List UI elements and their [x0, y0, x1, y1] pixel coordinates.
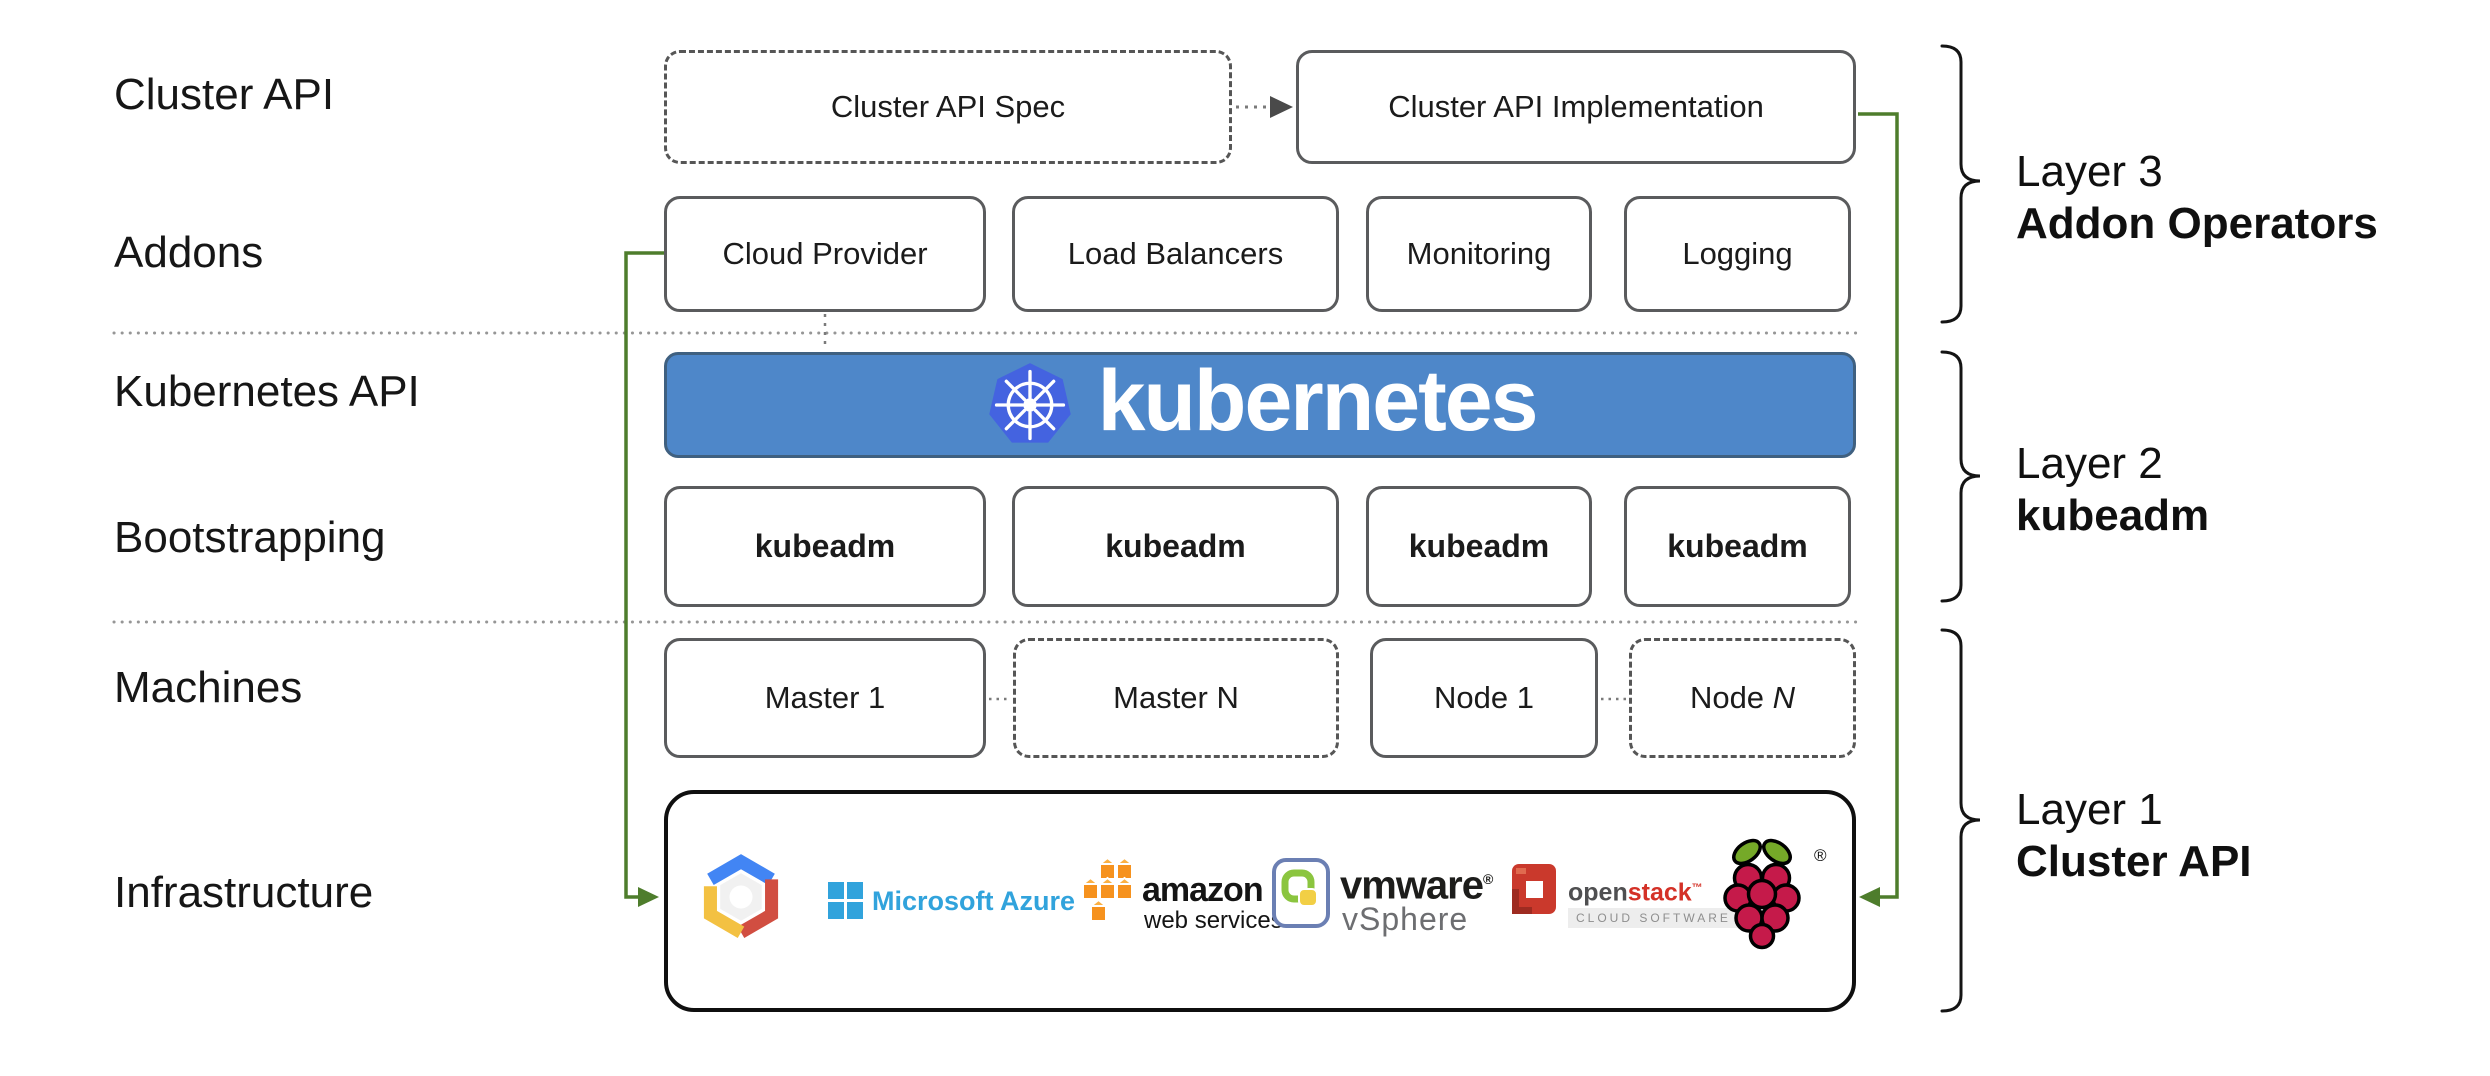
layer-1-title: Layer 1	[2016, 785, 2163, 834]
row-label-addons: Addons	[114, 228, 264, 277]
microsoft-azure-label: Microsoft Azure	[872, 886, 1076, 916]
layer-2-title: Layer 2	[2016, 439, 2163, 488]
node-n-label: Node N	[1689, 680, 1796, 715]
monitoring-label: Monitoring	[1406, 236, 1552, 271]
row-label-cluster-api: Cluster API	[114, 70, 335, 119]
cluster-api-spec-box: Cluster API Spec	[664, 50, 1232, 164]
master-1-label: Master 1	[764, 680, 886, 715]
cluster-api-implementation-label: Cluster API Implementation	[1388, 89, 1764, 124]
node-1-box: Node 1	[1370, 638, 1598, 758]
google-cloud-hexagon-icon	[703, 854, 779, 938]
openstack-ring-icon	[1512, 864, 1556, 914]
node-n-box: Node N	[1629, 638, 1856, 758]
load-balancers-label: Load Balancers	[1067, 236, 1284, 271]
cluster-api-implementation-box: Cluster API Implementation	[1296, 50, 1856, 164]
raspberry-pi-icon	[1723, 838, 1801, 950]
layer-1-subtitle: Cluster API	[2016, 837, 2252, 886]
implementation-to-infrastructure-connector	[1858, 112, 1899, 907]
openstack-label: openstack™	[1568, 878, 1703, 907]
load-balancers-box: Load Balancers	[1012, 196, 1339, 312]
logging-label: Logging	[1682, 236, 1793, 271]
layer-1-brace	[1940, 628, 1981, 1013]
kubeadm-label-3: kubeadm	[1408, 528, 1550, 564]
vsphere-label: vSphere	[1342, 901, 1469, 937]
layer-3-title: Layer 3	[2016, 147, 2163, 196]
kubeadm-label-2: kubeadm	[1105, 528, 1246, 564]
vmware-vsphere-icon	[1272, 858, 1330, 928]
microsoft-azure-window-icon	[828, 882, 863, 919]
monitoring-box: Monitoring	[1366, 196, 1592, 312]
vmware-label: vmware®	[1340, 863, 1493, 908]
openstack-cloud-software-label: CLOUD SOFTWARE	[1568, 908, 1739, 928]
cloud-provider-box: Cloud Provider	[664, 196, 986, 312]
node-1-label: Node 1	[1434, 680, 1534, 715]
layer-2-label: Layer 2 kubeadm	[2016, 438, 2209, 542]
layer-1-label: Layer 1 Cluster API	[2016, 784, 2252, 888]
kubeadm-box-4: kubeadm	[1624, 486, 1851, 607]
layer-3-subtitle: Addon Operators	[2016, 199, 2378, 248]
layer-2-brace	[1940, 350, 1981, 603]
master-n-label: Master N	[1113, 680, 1239, 715]
kubeadm-box-1: kubeadm	[664, 486, 986, 607]
kubernetes-banner: kubernetes	[664, 352, 1856, 458]
kubernetes-helm-wheel-icon	[988, 363, 1071, 443]
aws-boxes-icon	[1082, 856, 1135, 922]
master-n-box: Master N	[1013, 638, 1339, 758]
cloud-provider-to-infrastructure-connector	[624, 251, 664, 907]
logging-box: Logging	[1624, 196, 1851, 312]
amazon-web-services-label: web services	[1144, 907, 1283, 934]
layer-2-subtitle: kubeadm	[2016, 491, 2210, 540]
infrastructure-box: Microsoft Azure amazon web services	[664, 790, 1856, 1012]
row-label-infrastructure: Infrastructure	[114, 868, 374, 917]
layer-3-label: Layer 3 Addon Operators	[2016, 146, 2378, 250]
amazon-label: amazon	[1142, 871, 1264, 909]
kubeadm-box-3: kubeadm	[1366, 486, 1592, 607]
kubernetes-wordmark: kubernetes	[1097, 353, 1539, 449]
cluster-api-spec-label: Cluster API Spec	[830, 89, 1066, 124]
master-1-box: Master 1	[664, 638, 986, 758]
spec-to-implementation-arrow	[1236, 96, 1293, 118]
cloud-provider-label: Cloud Provider	[722, 236, 928, 271]
kubeadm-label-4: kubeadm	[1667, 528, 1808, 564]
kubeadm-box-2: kubeadm	[1012, 486, 1339, 607]
layer-3-brace	[1940, 44, 1981, 324]
row-label-kubernetes-api: Kubernetes API	[114, 367, 420, 416]
kubeadm-label-1: kubeadm	[754, 528, 896, 564]
raspberry-pi-registered-mark: ®	[1814, 846, 1827, 865]
row-label-machines: Machines	[114, 663, 303, 712]
row-label-bootstrapping: Bootstrapping	[114, 513, 386, 562]
